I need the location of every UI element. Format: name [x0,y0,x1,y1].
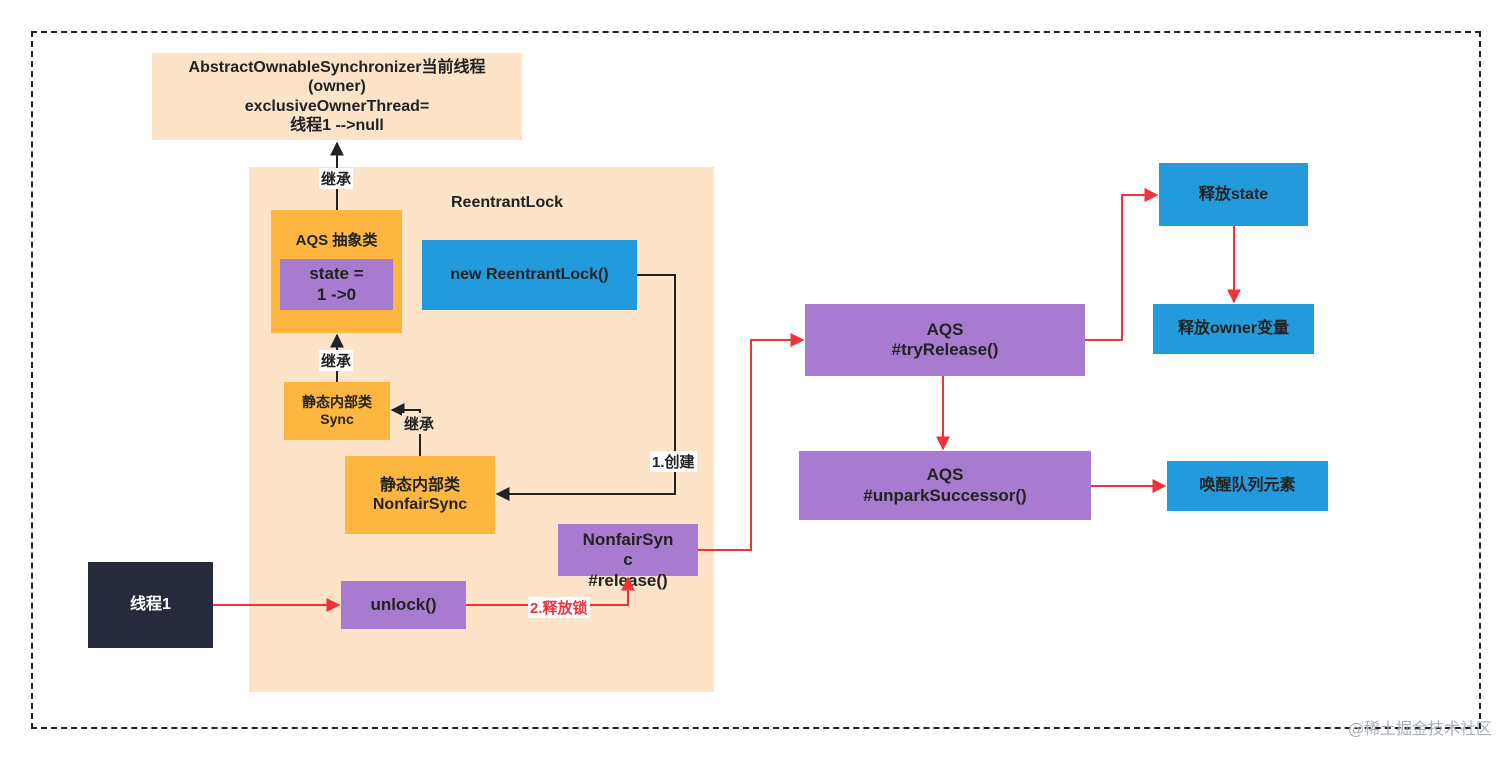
release-owner-box: 释放owner变量 [1153,304,1314,354]
edge-create [495,274,676,501]
nonfairsync-release-label: NonfairSyn c #release() [582,530,674,590]
reentrantlock-title: ReentrantLock [449,194,566,212]
release-state-box: 释放state [1159,163,1308,226]
new-reentrantlock-box: new ReentrantLock() [422,240,637,310]
aqs-unpark-box: AQS #unparkSuccessor() [799,451,1091,520]
diagram-frame [31,31,1481,729]
edge-label-inherit-1: 继承 [319,168,354,189]
edge-label-inherit-2: 继承 [319,350,354,371]
wake-queue-box: 唤醒队列元素 [1167,461,1328,511]
static-sync-box: 静态内部类 Sync [284,382,390,440]
nonfairsync-release-box: NonfairSyn c #release() [558,524,698,590]
unlock-box: unlock() [341,581,466,629]
owner-box: AbstractOwnableSynchronizer当前线程 (owner) … [152,53,522,140]
edge-label-create: 1.创建 [650,451,697,472]
edge-label-release-lock: 2.释放锁 [528,597,590,618]
edge-unlock-to-release [466,576,635,606]
edge-release-to-tryrelease [698,333,805,551]
watermark: @稀土掘金技术社区 [1347,719,1492,738]
thread1-box: 线程1 [88,562,213,648]
static-nonfairsync-box: 静态内部类 NonfairSync [345,456,495,534]
edge-label-inherit-3: 继承 [402,413,437,434]
edge-nonfairsync-to-sync [390,403,421,456]
edge-tryrelease-to-state [1085,188,1159,341]
aqs-abstract-label: AQS 抽象类 [295,232,378,249]
state-box: state = 1 ->0 [280,259,393,310]
aqs-tryrelease-box: AQS #tryRelease() [805,304,1085,376]
